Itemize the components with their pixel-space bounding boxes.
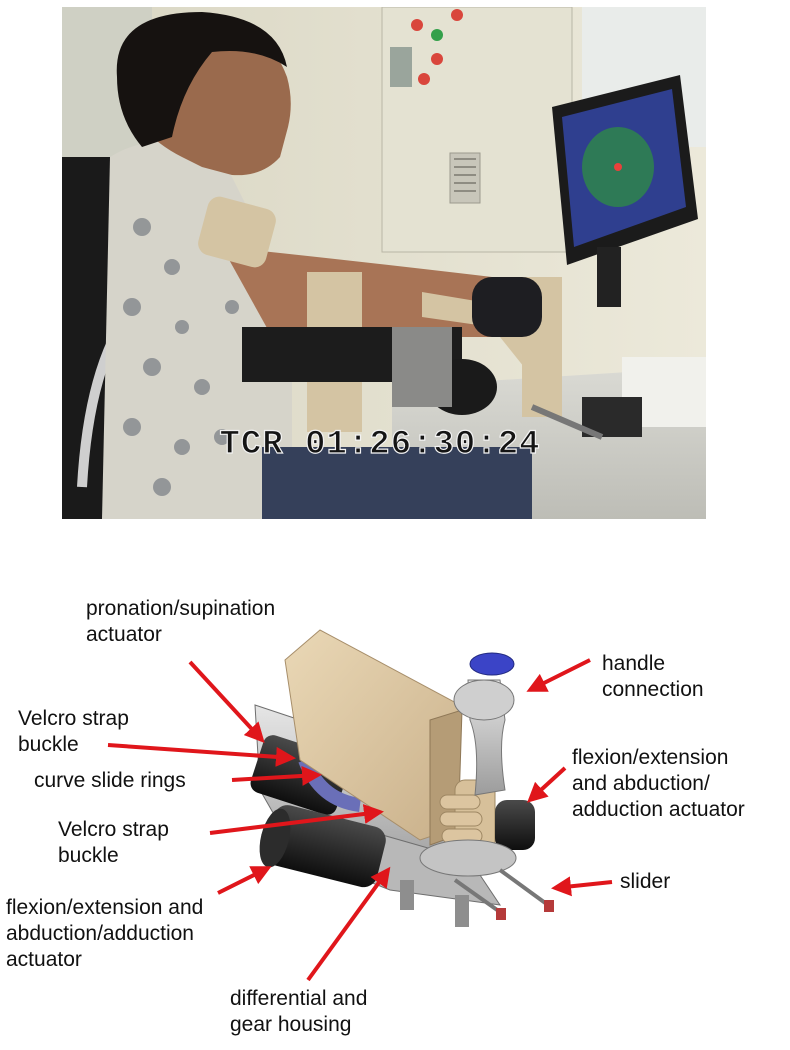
label-flexion-extension-actuator-left: flexion/extension and abduction/adductio…	[6, 896, 204, 971]
timecode-overlay: TCR 01:26:30:24	[219, 426, 540, 464]
label-differential-gear-housing: differential and gear housing	[230, 987, 368, 1036]
label-slider: slider	[620, 870, 671, 893]
robot-device-drawing	[250, 629, 554, 927]
label-handle-connection: handle connection	[602, 652, 704, 701]
label-pronation-supination-actuator: pronation/supination actuator	[86, 597, 276, 646]
label-curve-slide-rings: curve slide rings	[34, 769, 186, 792]
label-flexion-extension-actuator-right: flexion/extension and abduction/ adducti…	[572, 746, 745, 821]
rehab-session-photo: TCR 01:26:30:24	[62, 7, 706, 519]
label-velcro-strap-buckle-mid: Velcro strap buckle	[58, 818, 169, 867]
label-velcro-strap-buckle-top: Velcro strap buckle	[18, 707, 129, 756]
